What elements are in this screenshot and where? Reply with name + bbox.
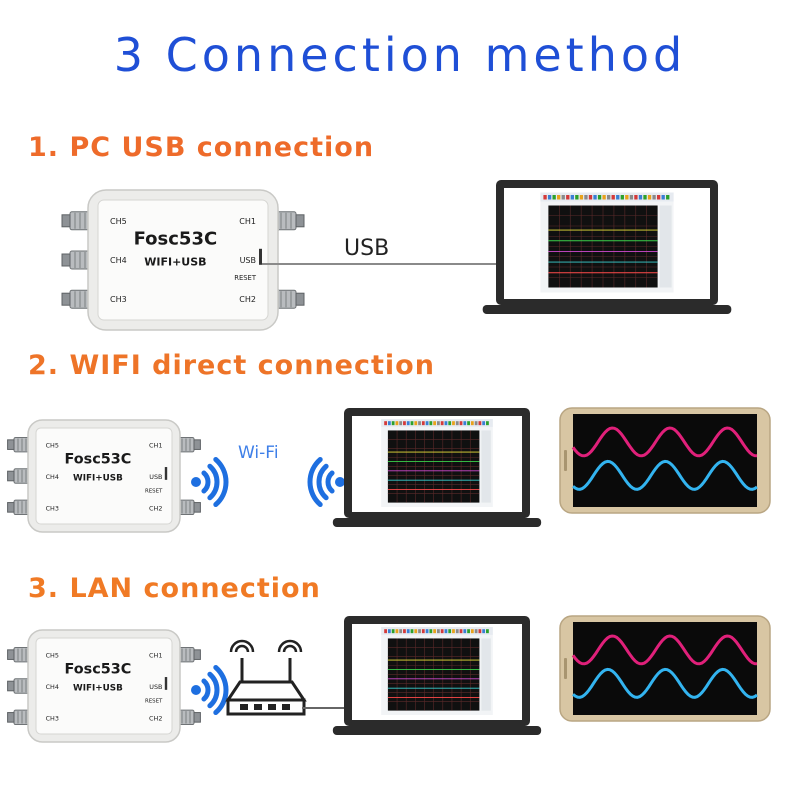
device-subtitle-label: WIFI+USB [73,683,123,693]
ch5-label: CH5 [46,442,59,450]
usb-port [164,677,168,690]
device-model-label: Fosc53C [65,452,132,468]
router [225,639,307,716]
laptop-base [332,518,542,527]
laptop-wifi [332,408,542,527]
laptop-usb [482,180,732,314]
ch1-label: CH1 [149,442,162,450]
laptop-base [482,305,732,314]
ch1-connector [177,436,201,453]
ch5-connector [61,210,91,231]
ch4-label: CH4 [110,256,127,265]
usb-port-label: USB [149,473,162,481]
device-panel [97,199,269,321]
ch3-label: CH3 [46,714,59,722]
ch4-label: CH4 [46,473,59,481]
ch4-connector [7,678,31,694]
page-title: 3 Connection method [113,28,687,82]
wifi-in-icon [307,456,345,508]
ch1-label: CH1 [149,652,162,660]
usb-port-label: USB [240,256,256,265]
device-panel [35,427,173,525]
ch3-label: CH3 [110,295,127,304]
ch2-connector [177,499,201,516]
ch3-label: CH3 [46,504,59,512]
device-subtitle-label: WIFI+USB [73,473,123,483]
ch1-label: CH1 [239,217,256,226]
device-panel [35,637,173,735]
reset-label: RESET [145,488,163,494]
usb-link-label: USB [344,236,389,261]
phone-wifi [559,407,771,514]
wifi-link-label: Wi-Fi [238,443,279,463]
router-front [226,698,306,716]
ch2-connector [177,709,201,726]
ch5-label: CH5 [46,652,59,660]
usb-port-label: USB [149,683,162,691]
ch4-label: CH4 [46,683,59,691]
ch1-connector [275,210,305,231]
phone-lan [559,615,771,722]
wifi-out-icon [191,456,229,508]
ch2-connector [275,289,305,310]
device-subtitle-label: WIFI+USB [144,256,206,269]
ch3-connector [7,709,31,726]
ch2-label: CH2 [149,714,162,722]
usb-port [259,248,262,265]
router-top [225,680,307,702]
reset-label: RESET [145,698,163,704]
device-model-label: Fosc53C [65,662,132,678]
reset-label: RESET [234,274,257,282]
ch2-label: CH2 [149,504,162,512]
ch5-label: CH5 [110,217,127,226]
usb-port [164,467,168,480]
laptop-base [332,726,542,735]
section-usb-title: 1. PC USB connection [28,132,375,163]
wifi-out-icon [191,664,229,716]
ch2-label: CH2 [239,295,256,304]
ch1-connector [177,646,201,663]
laptop-lan [332,616,542,735]
device-model-label: Fosc53C [134,229,218,250]
section-wifi-title: 2. WIFI direct connection [28,350,435,381]
ch4-connector [61,250,91,270]
ch3-connector [61,289,91,310]
section-lan-title: 3. LAN connection [28,573,321,604]
